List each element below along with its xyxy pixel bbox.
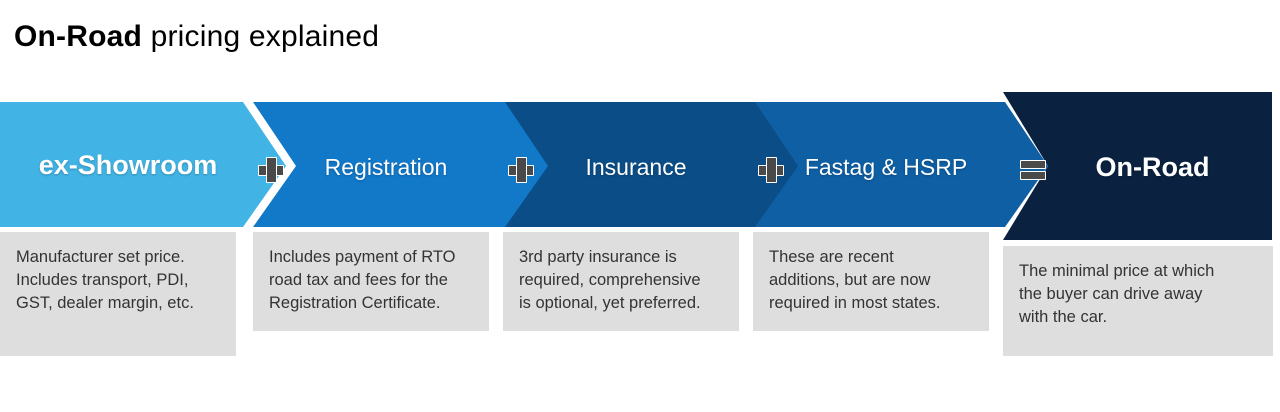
chevron-shape-insurance [503,102,798,227]
equals-icon [1020,157,1046,183]
chevron-shape-ex-showroom [0,102,286,227]
plus-icon-vertical-bar [766,157,777,183]
description-box-fastag-hsrp: These are recent additions, but are now … [753,232,989,331]
chevron-shape-on-road [1003,92,1272,240]
description-text: Includes payment of RTO road tax and fee… [269,248,456,312]
page-title-strong: On-Road [14,20,143,53]
stage-label-on-road: On-Road [1095,152,1210,182]
plus-icon-vertical-bar [266,157,277,183]
chevron-shape-registration [253,102,548,227]
plus-icon [758,157,784,183]
description-box-registration: Includes payment of RTO road tax and fee… [253,232,489,331]
equals-icon-top-bar [1020,160,1046,169]
chevron-shape-fastag-hsrp [753,102,1048,227]
description-box-on-road: The minimal price at which the buyer can… [1003,246,1273,356]
description-text: The minimal price at which the buyer can… [1019,262,1215,326]
equals-icon-bottom-bar [1020,171,1046,180]
plus-icon-vertical-bar [516,157,527,183]
description-box-insurance: 3rd party insurance is required, compreh… [503,232,739,331]
page-title: On-Road pricing explained [14,18,379,56]
description-text: Manufacturer set price. Includes transpo… [16,248,194,312]
description-box-ex-showroom: Manufacturer set price. Includes transpo… [0,232,236,356]
plus-icon [258,157,284,183]
stage-label-registration: Registration [324,154,448,180]
description-text: 3rd party insurance is required, compreh… [519,248,701,312]
plus-icon [508,157,534,183]
stage-label-insurance: Insurance [585,154,687,180]
stage-label-ex-showroom: ex-Showroom [38,150,218,180]
description-text: These are recent additions, but are now … [769,248,941,312]
stage-label-fastag-hsrp: Fastag & HSRP [804,154,968,180]
page-title-rest: pricing explained [142,20,380,53]
